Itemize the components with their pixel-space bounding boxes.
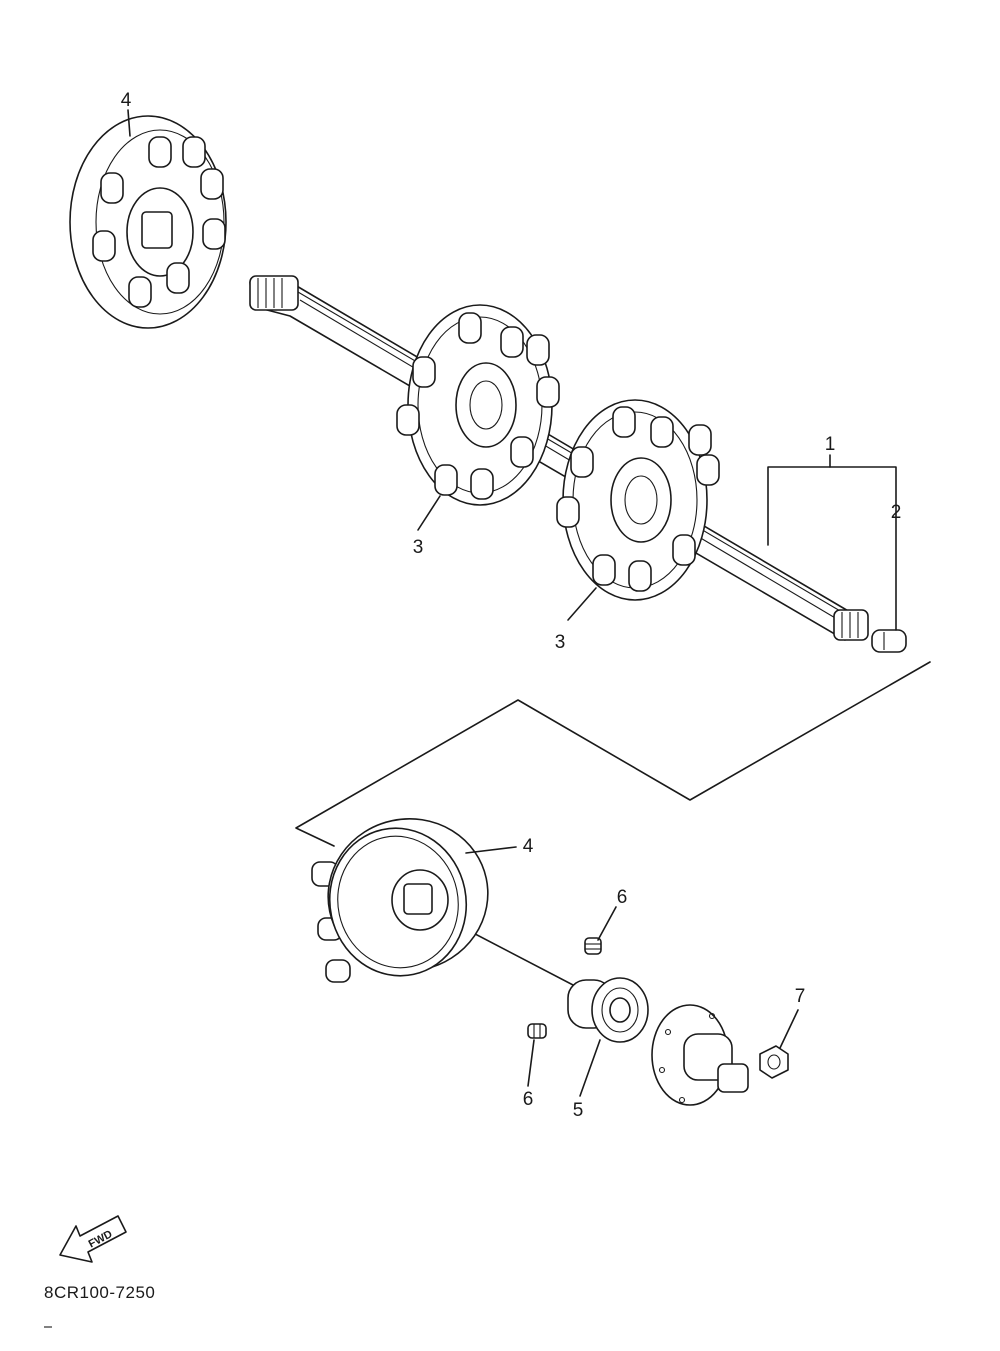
lock-nut: [759, 1045, 789, 1079]
bearing-housing: [567, 977, 649, 1043]
callout-1: 1: [825, 434, 836, 455]
callout-2: 2: [891, 502, 902, 523]
callout-4-upper: 4: [121, 90, 132, 111]
flange-spindle: [651, 1004, 749, 1106]
callout-6-lower: 6: [523, 1089, 534, 1110]
callout-5: 5: [573, 1100, 584, 1121]
set-screw-top: [584, 937, 602, 955]
idler-wheel: [311, 818, 489, 983]
sprocket-wheel-outer: [69, 115, 227, 329]
callout-6-upper: 6: [617, 887, 628, 908]
set-screw-side: [527, 1023, 547, 1039]
drive-shaft: [249, 275, 869, 641]
callout-3-left: 3: [413, 537, 424, 558]
callout-4-lower: 4: [523, 836, 534, 857]
sprocket-a: [396, 304, 560, 506]
callout-7: 7: [795, 986, 806, 1007]
callout-3-right: 3: [555, 632, 566, 653]
callout-bracket: [767, 454, 897, 631]
diagram-code: 8CR100-7250: [44, 1283, 156, 1302]
callout-numbers: 4 1 2 3 3 4 6 7 6 5: [121, 90, 902, 1121]
sprocket-b: [556, 399, 720, 601]
leader-lines: [127, 109, 799, 1097]
forward-arrow-icon: FWD: [59, 1215, 127, 1263]
shaft-plug: [871, 629, 907, 653]
